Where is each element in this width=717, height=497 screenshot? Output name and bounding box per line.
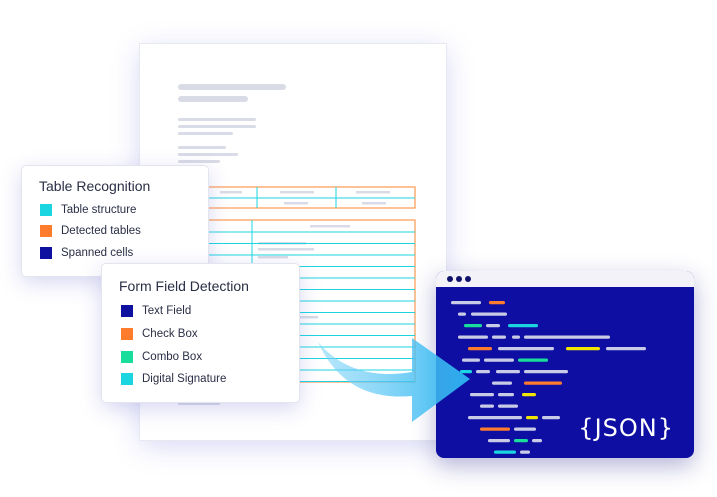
code-token <box>514 427 536 431</box>
navy-swatch <box>121 305 133 317</box>
code-token <box>451 301 481 305</box>
code-token <box>492 335 506 339</box>
green-swatch <box>121 351 133 363</box>
cyan-swatch <box>40 204 52 216</box>
code-token <box>480 404 494 408</box>
detected-table-top <box>179 186 416 209</box>
code-token <box>520 450 530 454</box>
code-token <box>498 404 518 408</box>
json-code-panel: {JSON} <box>436 271 694 458</box>
doc-text-line <box>178 132 233 135</box>
code-token <box>462 358 480 362</box>
code-token <box>526 416 538 420</box>
code-token <box>532 439 542 443</box>
code-token <box>498 393 514 397</box>
legend-label: Detected tables <box>61 225 141 237</box>
doc-title-line <box>178 96 248 102</box>
window-dot <box>456 276 462 282</box>
code-token <box>476 370 490 374</box>
code-token <box>458 312 466 316</box>
code-token <box>542 416 560 420</box>
code-token <box>524 370 568 374</box>
table-recognition-card: Table Recognition Table structure Detect… <box>22 166 208 276</box>
code-token <box>488 439 510 443</box>
code-token <box>498 347 554 351</box>
code-token <box>512 335 520 339</box>
code-token <box>484 358 514 362</box>
code-token <box>524 381 562 385</box>
code-token <box>508 324 538 328</box>
code-token <box>486 324 500 328</box>
code-token <box>492 381 512 385</box>
legend-label: Text Field <box>142 305 192 317</box>
code-token <box>468 416 522 420</box>
doc-text-line <box>178 118 256 121</box>
code-token <box>480 427 510 431</box>
code-token <box>606 347 646 351</box>
code-token <box>470 393 494 397</box>
doc-text-line <box>178 125 256 128</box>
doc-text-line <box>178 402 220 405</box>
doc-text-line <box>178 146 226 149</box>
code-token <box>471 312 507 316</box>
legend-label: Spanned cells <box>61 247 134 259</box>
legend-label: Check Box <box>142 328 198 340</box>
window-titlebar <box>436 271 694 287</box>
legend-label: Digital Signature <box>142 373 227 385</box>
form-field-detection-title: Form Field Detection <box>119 278 249 294</box>
doc-text-line <box>178 160 220 163</box>
code-token <box>464 324 482 328</box>
code-token <box>522 393 536 397</box>
table-recognition-title: Table Recognition <box>39 178 151 194</box>
code-token <box>566 347 600 351</box>
code-token <box>458 335 488 339</box>
window-dot <box>465 276 471 282</box>
legend-label: Combo Box <box>142 351 203 363</box>
code-token <box>496 370 520 374</box>
navy-swatch <box>40 247 52 259</box>
code-token <box>468 347 492 351</box>
code-token <box>524 335 610 339</box>
window-dot <box>447 276 453 282</box>
code-token <box>494 450 516 454</box>
code-token <box>514 439 528 443</box>
code-token <box>489 301 505 305</box>
form-field-detection-card: Form Field Detection Text Field Check Bo… <box>102 264 299 402</box>
orange-swatch <box>121 328 133 340</box>
code-token <box>518 358 548 362</box>
cyan-swatch <box>121 373 133 385</box>
legend-label: Table structure <box>61 204 137 216</box>
code-token <box>460 370 472 374</box>
doc-title-line <box>178 84 286 90</box>
json-label: {JSON} <box>578 414 674 442</box>
orange-swatch <box>40 225 52 237</box>
doc-text-line <box>178 153 238 156</box>
code-lines <box>451 301 646 454</box>
